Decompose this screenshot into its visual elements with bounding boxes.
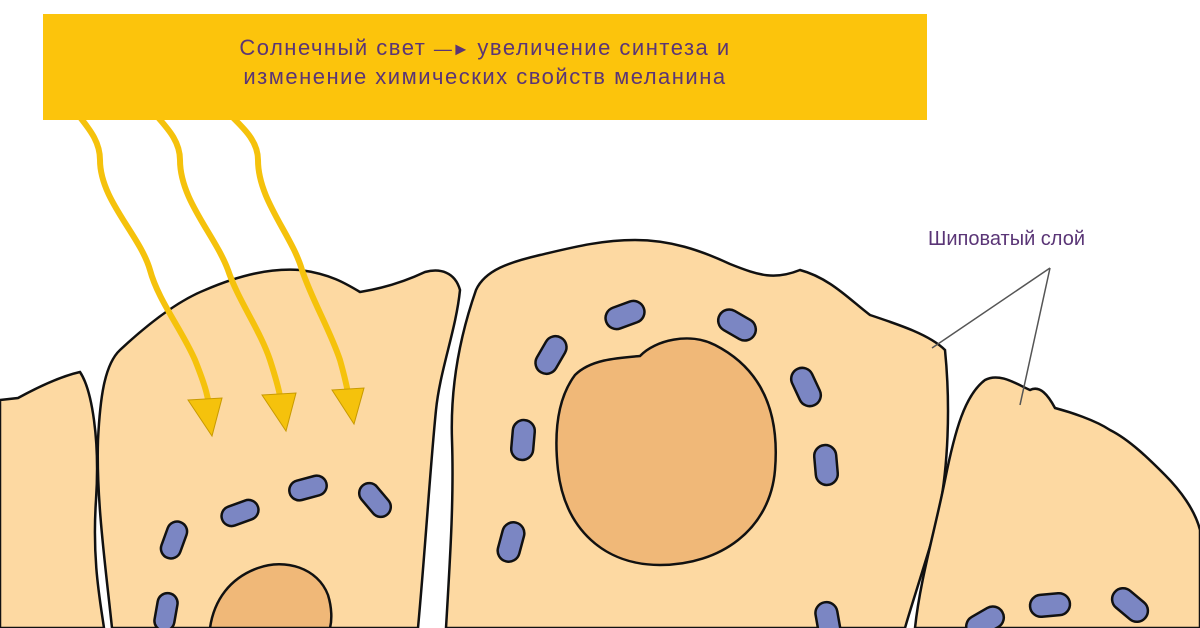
- granule: [1110, 586, 1150, 624]
- arrowhead-icon: [261, 392, 297, 433]
- melanin-granules-cell-2: [496, 299, 842, 628]
- granule: [288, 474, 328, 502]
- leader-line: [931, 267, 1051, 349]
- granule: [789, 366, 823, 408]
- banner-text: Солнечный свет —► увеличение синтеза и и…: [43, 34, 927, 90]
- granule: [357, 481, 393, 519]
- cell-left-edge: [0, 370, 106, 628]
- headline-banner: Солнечный свет —► увеличение синтеза и и…: [43, 14, 927, 120]
- nucleus-2: [555, 337, 777, 567]
- label-leader-lines: [931, 267, 1051, 406]
- banner-line2: изменение химических свойств меланина: [243, 64, 727, 89]
- nucleus-1: [208, 563, 333, 628]
- sunlight-rays: [66, 85, 353, 423]
- banner-line1-part2: увеличение синтеза и: [477, 35, 731, 60]
- sunlight-ray-arrowheads: [187, 387, 365, 438]
- cell-3: [913, 376, 1200, 628]
- granule: [1028, 591, 1072, 619]
- granule: [814, 600, 842, 628]
- granule: [153, 591, 179, 628]
- sun-ray: [215, 85, 353, 413]
- cell-1: [96, 268, 462, 628]
- arrowhead-icon: [331, 387, 365, 426]
- granule: [964, 605, 1006, 628]
- arrow-right-icon: —►: [433, 39, 470, 59]
- granule: [220, 498, 260, 528]
- banner-line1-part1: Солнечный свет: [239, 35, 427, 60]
- spinous-layer-label: Шиповатый слой: [928, 228, 1085, 250]
- granule: [812, 443, 840, 487]
- granule: [496, 521, 526, 563]
- granule: [509, 418, 537, 462]
- granule: [716, 308, 758, 342]
- granule: [534, 334, 568, 376]
- leader-line: [1019, 267, 1051, 406]
- granule: [604, 299, 646, 331]
- melanin-granules-cell-3: [964, 586, 1150, 628]
- arrowhead-icon: [187, 397, 223, 438]
- sun-ray: [66, 85, 213, 423]
- sun-ray: [143, 85, 285, 418]
- granule: [159, 520, 189, 560]
- melanin-granules-cell-1: [153, 474, 393, 628]
